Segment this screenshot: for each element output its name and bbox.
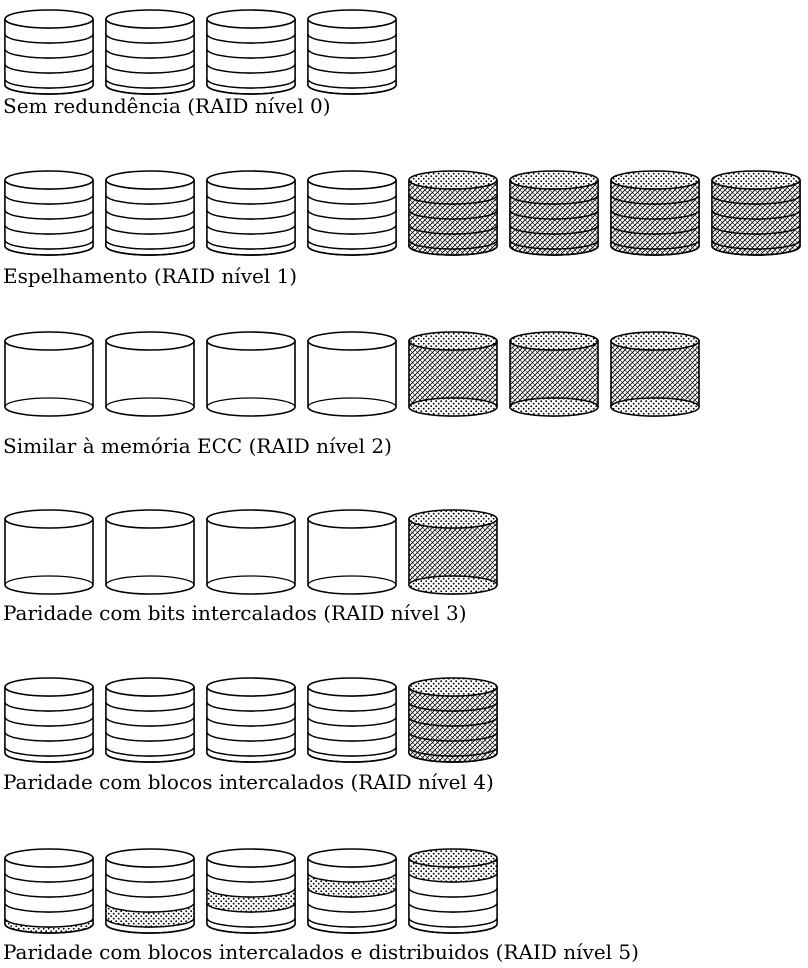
data-disk-icon xyxy=(206,848,296,934)
data-disk-icon xyxy=(307,677,397,763)
caption-raid-1: Espelhamento (RAID nível 1) xyxy=(3,264,298,288)
data-disk-icon xyxy=(105,170,195,256)
data-disk-icon xyxy=(105,331,195,417)
data-disk-icon xyxy=(105,677,195,763)
redundant-disk-icon xyxy=(509,170,599,256)
data-disk-icon xyxy=(206,509,296,595)
data-disk-icon xyxy=(206,677,296,763)
raid-level-5-disks xyxy=(4,848,498,934)
data-disk-icon xyxy=(307,848,397,934)
data-disk-icon xyxy=(4,9,94,95)
redundant-disk-icon xyxy=(408,331,498,417)
data-disk-icon xyxy=(307,9,397,95)
data-disk-icon xyxy=(206,331,296,417)
data-disk-icon xyxy=(206,9,296,95)
data-disk-icon xyxy=(4,848,94,934)
redundant-disk-icon xyxy=(509,331,599,417)
redundant-disk-icon xyxy=(408,677,498,763)
caption-raid-5: Paridade com blocos intercalados e distr… xyxy=(3,940,639,964)
redundant-disk-icon xyxy=(610,170,700,256)
caption-raid-4: Paridade com blocos intercalados (RAID n… xyxy=(3,770,494,794)
data-disk-icon xyxy=(408,848,498,934)
caption-raid-2: Similar à memória ECC (RAID nível 2) xyxy=(3,434,392,458)
raid-level-2-disks xyxy=(4,331,700,417)
data-disk-icon xyxy=(4,331,94,417)
data-disk-icon xyxy=(307,509,397,595)
data-disk-icon xyxy=(105,9,195,95)
redundant-disk-icon xyxy=(610,331,700,417)
raid-level-3-disks xyxy=(4,509,498,595)
data-disk-icon xyxy=(307,170,397,256)
data-disk-icon xyxy=(4,677,94,763)
caption-raid-0: Sem redundência (RAID nível 0) xyxy=(3,94,331,118)
raid-level-4-disks xyxy=(4,677,498,763)
raid-level-1-disks xyxy=(4,170,801,256)
data-disk-icon xyxy=(105,509,195,595)
redundant-disk-icon xyxy=(408,509,498,595)
raid-level-0-disks xyxy=(4,9,397,95)
data-disk-icon xyxy=(4,509,94,595)
data-disk-icon xyxy=(105,848,195,934)
data-disk-icon xyxy=(206,170,296,256)
data-disk-icon xyxy=(307,331,397,417)
data-disk-icon xyxy=(4,170,94,256)
redundant-disk-icon xyxy=(408,170,498,256)
redundant-disk-icon xyxy=(711,170,801,256)
caption-raid-3: Paridade com bits intercalados (RAID nív… xyxy=(3,601,467,625)
